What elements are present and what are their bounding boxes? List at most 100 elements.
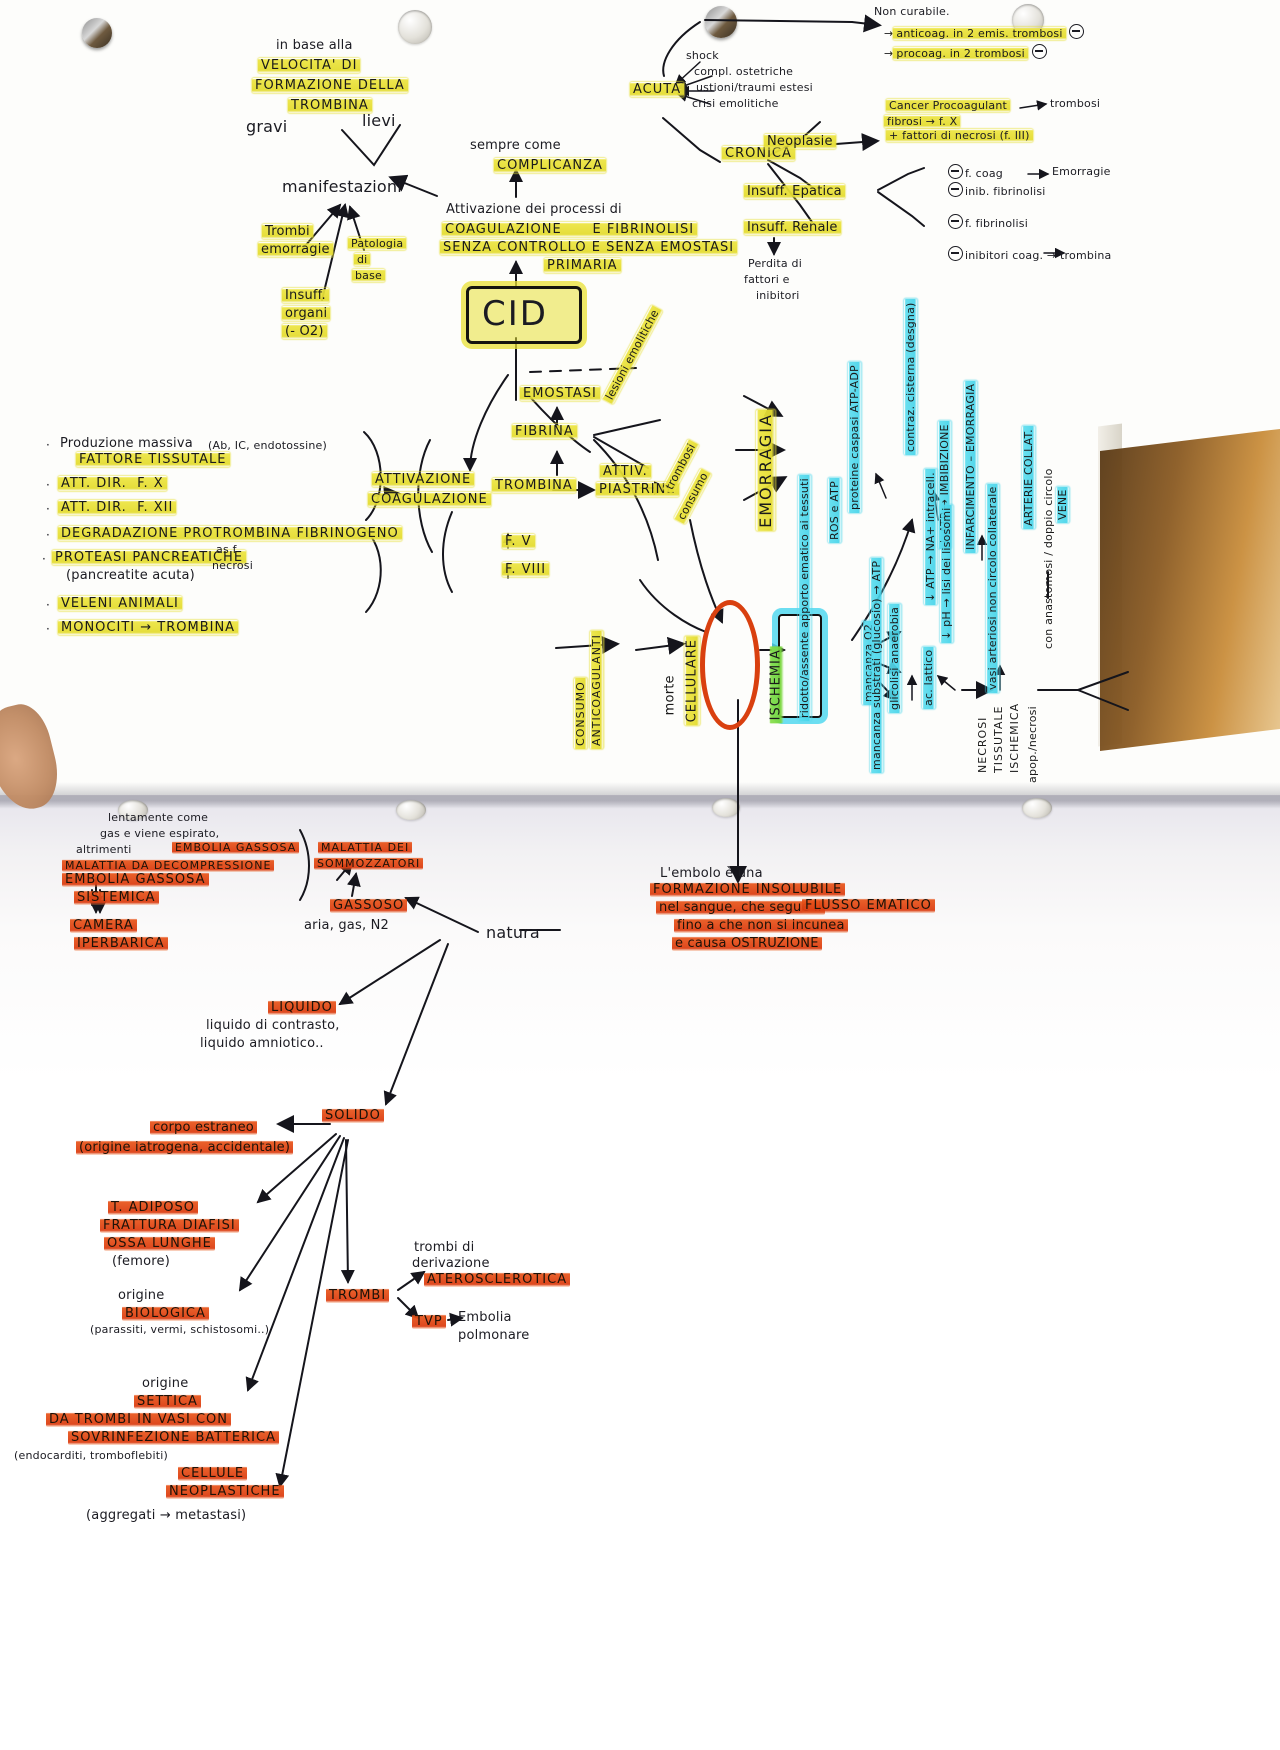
emorragie-label: emorragie xyxy=(258,242,333,257)
velocita-title-2: FORMAZIONE DELLA xyxy=(252,78,408,93)
trombi-note-2: derivazione xyxy=(412,1256,490,1271)
causes-bullet-5: · xyxy=(46,598,51,612)
definition-line-2: COAGULAZIONE e FIBRINOLISI xyxy=(442,222,698,237)
biologica-note: (parassiti, vermi, schistosomi..) xyxy=(90,1323,270,1336)
malattia-decompressione: malattia da decompressione xyxy=(62,859,275,873)
attivazione-line-1: ATTIVAZIONE xyxy=(372,472,475,487)
causes-item-1: Att. dir. f. X xyxy=(58,476,167,491)
t-adiposo-note-1: FRATTURA DIAFISI xyxy=(100,1218,239,1233)
embolo-def-3: nel sangue, che segue il xyxy=(656,900,825,915)
settica-note-2: SOVRINFEZIONE BATTERICA xyxy=(68,1430,279,1445)
causes-bullet-4: · xyxy=(42,552,47,566)
necrosi-sub: apop./necrosi xyxy=(1026,706,1040,783)
causes-bullet-3: · xyxy=(46,528,51,542)
cellule-neoplastiche-1: CELLULE xyxy=(178,1466,248,1481)
cyan-note-9: ridotto/assente apporto ematico ai tessu… xyxy=(798,475,812,721)
acuta-outcome-title: Non curabile. xyxy=(874,5,950,18)
complicanza-lead: sempre come xyxy=(470,138,561,153)
trombina-label: TROMBINA xyxy=(492,478,576,493)
liquido-detail-1: liquido di contrasto, xyxy=(206,1018,340,1033)
cyan-note-3: ↓ ATP → NA+ intracell. xyxy=(924,469,938,605)
biologica-label: BIOLOGICA xyxy=(122,1306,209,1321)
biologica-lead: origine xyxy=(118,1288,165,1303)
trombi-solido-label: TROMBI xyxy=(326,1288,390,1303)
causes-bullet-2: · xyxy=(46,502,51,516)
complicanza-label: COMPLICANZA xyxy=(494,158,606,173)
epatica-effect-0: f. coag xyxy=(948,164,1003,181)
necrosi-line-3: ISCHEMICA xyxy=(1008,702,1022,773)
gassoso-detail: aria, gas, N2 xyxy=(304,918,390,933)
sottomarinatori-2: SOMMOZZATORI xyxy=(314,857,424,871)
causes-item-5: VELENI ANIMALI xyxy=(58,596,182,611)
cyan-note-11: vasi arteriosi non circolo collaterale xyxy=(986,483,1000,693)
neoplasie-label: Neoplasie xyxy=(764,134,836,149)
embolo-def-1: L'embolo è una xyxy=(660,866,763,881)
causes-item-4-hl: PROTEASI PANCREATICHE xyxy=(52,550,247,565)
renale-detail-2: fattori e xyxy=(744,273,790,286)
binder-hole xyxy=(118,800,148,820)
attiv-piastrine-2: PIASTRINE xyxy=(596,482,679,497)
manifestazioni-label: manifestazioni xyxy=(282,177,402,196)
velocita-lead: in base alla xyxy=(276,38,353,53)
insuff-organi-1: Insuff. xyxy=(282,288,329,303)
gassoso-label: GASSOSO xyxy=(330,898,408,913)
fattore-v: f. V xyxy=(502,534,535,549)
corpo-estraneo-note: (origine iatrogena, accidentale) xyxy=(76,1140,294,1155)
velocita-title-3: TROMBINA xyxy=(288,98,372,113)
consumo-anticoag-1: CONSUMO xyxy=(574,678,588,749)
necrosi-line-1: NECROSI xyxy=(976,716,990,773)
header-note-2: gas e viene espirato, xyxy=(100,827,220,840)
neoplasie-detail-2: fibrosi → f. X xyxy=(884,115,961,129)
embolo-def-4: flusso ematico xyxy=(802,898,935,913)
cyan-note-12: INFARCIMENTO – EMORRAGIA xyxy=(964,380,978,553)
causes-bullet-0: · xyxy=(46,438,51,452)
insuff-epatica-label: Insuff. Epatica xyxy=(744,184,845,199)
camera-iperbarica-1: CAMERA xyxy=(70,918,137,933)
acuta-cause-0: shock xyxy=(686,49,719,62)
insuff-renale-label: Insuff. Renale xyxy=(744,220,841,235)
renale-detail-1: Perdita di xyxy=(748,257,802,270)
embolo-def-6: e causa OSTRUZIONE xyxy=(672,936,822,951)
settica-note-1: da trombi in vasi con xyxy=(46,1412,232,1427)
causes-item-2: Att. dir. f. XII xyxy=(58,500,177,515)
consumo-anticoag-2: ANTICOAGULANTI xyxy=(590,631,604,749)
necrosi-line-2: TISSUTALE xyxy=(992,705,1006,773)
cyan-note-14: VENE xyxy=(1056,486,1070,523)
embolia-sistemica-1: EMBOLIA GASSOSA xyxy=(62,872,209,887)
cellulare-label: cellulare xyxy=(684,636,700,726)
liquido-detail-2: liquido amniotico.. xyxy=(200,1036,324,1051)
cid-label: CID xyxy=(482,294,548,334)
camera-iperbarica-2: IPERBARICA xyxy=(74,936,168,951)
sottomarinatori-1: malattia dei xyxy=(318,841,413,855)
causes-item-4-side1: as f xyxy=(216,543,237,556)
cyan-note-4: ROS e ATP xyxy=(828,478,842,543)
gravi-label: gravi xyxy=(246,117,288,136)
causes-item-4-paren: (pancreatite acuta) xyxy=(66,568,195,583)
causes-item-0-hl: FATTORE TISSUTALE xyxy=(76,452,230,467)
patologia-base-2: di xyxy=(354,253,371,267)
cid-box xyxy=(466,286,582,344)
acuta-cause-3: crisi emolitiche xyxy=(692,97,779,110)
acuta-label: ACUTA xyxy=(630,82,685,97)
liquido-label: LIQUIDO xyxy=(268,1000,336,1015)
acuta-outcome-1: →anticoag. in 2 emis. trombosi xyxy=(884,24,1086,41)
header-note-hl: embolia gassosa xyxy=(172,841,300,855)
definition-line-4: PRIMARIA xyxy=(544,258,621,273)
cyan-note-6: glicolisi anaerobia xyxy=(888,603,902,713)
causes-item-0-text: Produzione massiva xyxy=(60,436,193,451)
binder-hole xyxy=(398,10,432,44)
emostasi-label: EMOSTASI xyxy=(520,386,600,401)
fibrina-label: FIBRINA xyxy=(512,424,577,439)
tvp-note-2: polmonare xyxy=(458,1328,530,1343)
cyan-note-8: ↓ pH → lisi dei lisosomi xyxy=(940,504,954,643)
binder-hole xyxy=(396,800,426,820)
neoplasie-detail-3: + fattori di necrosi (f. III) xyxy=(886,129,1033,143)
cyan-note-13: ARTERIE COLLAT. xyxy=(1022,426,1036,529)
insuff-organi-3: (- O2) xyxy=(282,324,327,339)
epatica-note: Emorragie xyxy=(1052,165,1111,178)
page-shadow xyxy=(0,782,1280,808)
binder-ring xyxy=(82,18,112,48)
velocita-title-1: VELOCITA' DI xyxy=(258,58,361,73)
cellule-neoplastiche-note: (aggregati → metastasi) xyxy=(86,1508,247,1523)
neoplasie-arrow-note: trombosi xyxy=(1050,97,1101,110)
